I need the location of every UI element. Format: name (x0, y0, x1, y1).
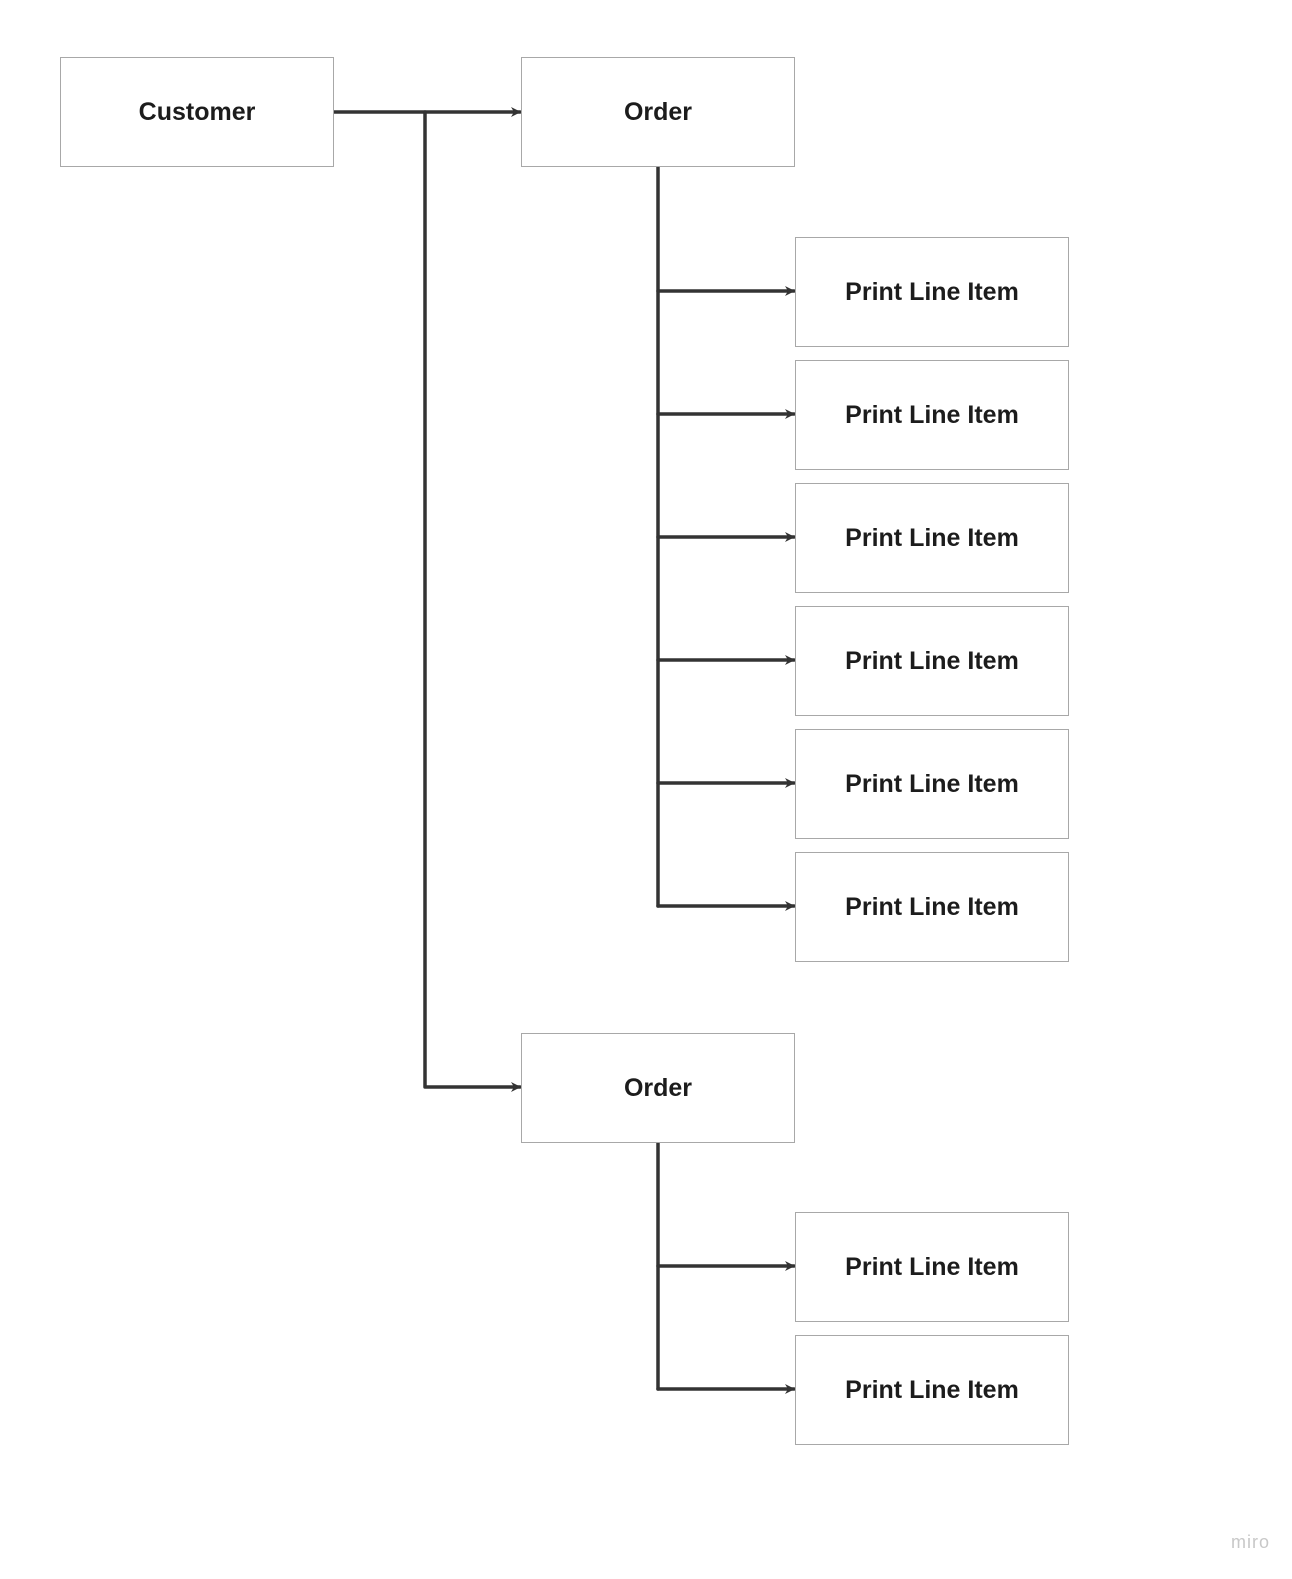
print-line-item-node[interactable]: Print Line Item (795, 606, 1069, 716)
print-line-item-label: Print Line Item (845, 646, 1019, 675)
print-line-item-node[interactable]: Print Line Item (795, 1212, 1069, 1322)
print-line-item-node[interactable]: Print Line Item (795, 729, 1069, 839)
order-node-2[interactable]: Order (521, 1033, 795, 1143)
print-line-item-label: Print Line Item (845, 400, 1019, 429)
print-line-item-node[interactable]: Print Line Item (795, 483, 1069, 593)
print-line-item-node[interactable]: Print Line Item (795, 1335, 1069, 1445)
print-line-item-label: Print Line Item (845, 769, 1019, 798)
customer-node-label: Customer (138, 97, 256, 126)
print-line-item-node[interactable]: Print Line Item (795, 237, 1069, 347)
print-line-item-label: Print Line Item (845, 523, 1019, 552)
print-line-item-node[interactable]: Print Line Item (795, 852, 1069, 962)
print-line-item-label: Print Line Item (845, 892, 1019, 921)
customer-node[interactable]: Customer (60, 57, 334, 167)
miro-watermark: miro (1231, 1532, 1270, 1552)
print-line-item-label: Print Line Item (845, 277, 1019, 306)
order-node-label: Order (623, 97, 693, 126)
print-line-item-label: Print Line Item (845, 1252, 1019, 1281)
order-node-1[interactable]: Order (521, 57, 795, 167)
print-line-item-label: Print Line Item (845, 1375, 1019, 1404)
order-node-label: Order (623, 1073, 693, 1102)
connector-customer-order-2 (423, 110, 522, 1092)
print-line-item-node[interactable]: Print Line Item (795, 360, 1069, 470)
